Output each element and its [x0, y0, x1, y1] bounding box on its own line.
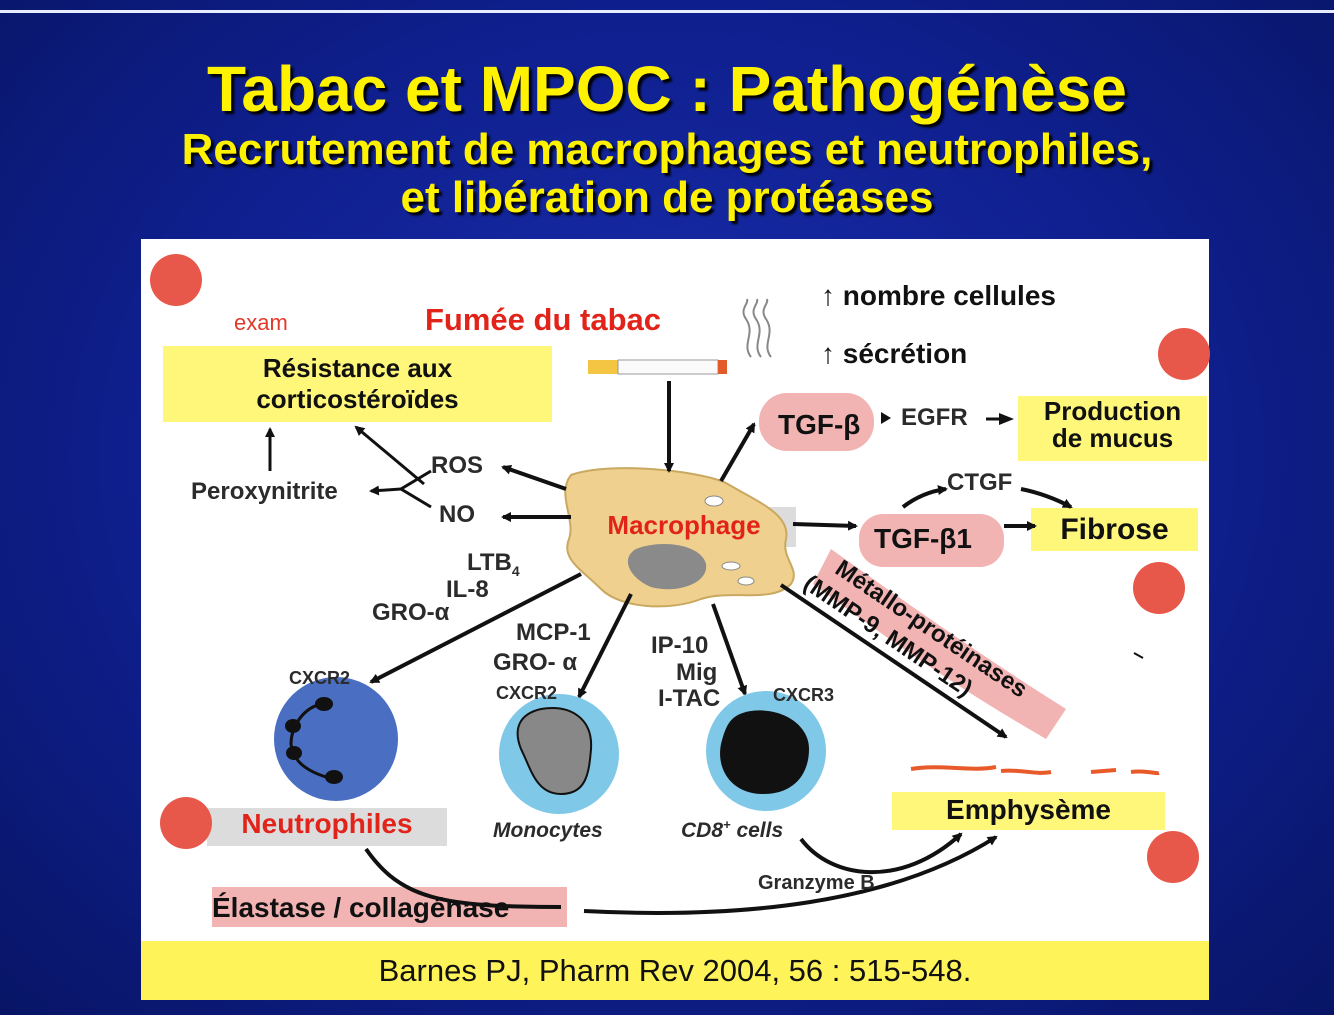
- slide-subtitle-line2: et libération de protéases: [0, 173, 1334, 223]
- arrow-to-peroxynitrite: [371, 489, 401, 491]
- cigarette-tip: [718, 360, 727, 374]
- tgfb-label: TGF-β: [778, 409, 860, 441]
- legend-secretion: ↑ sécrétion: [821, 338, 967, 370]
- arrow-to-tgfb: [721, 424, 754, 481]
- smoke-label: Fumée du tabac: [425, 302, 661, 338]
- fibrose-label: Fibrose: [1031, 513, 1198, 547]
- cd8-nucleus: [720, 710, 809, 794]
- arrow-to-ctgf: [903, 489, 946, 507]
- gro-alpha-label-2: GRO- α: [493, 649, 577, 677]
- marker-dot: [1147, 831, 1199, 883]
- itac-label: I-TAC: [658, 685, 720, 713]
- macrophage-vacuole: [738, 577, 754, 585]
- cigarette-body: [618, 360, 718, 374]
- slide-top-rule: [0, 10, 1334, 13]
- emphysema-tissue: [911, 767, 1159, 773]
- granzyme-label: Granzyme B: [758, 872, 875, 895]
- arrow-ros-resistance: [356, 427, 424, 484]
- marker-dot: [150, 254, 202, 306]
- mcp1-label: MCP-1: [516, 619, 591, 647]
- marker-dot: [160, 797, 212, 849]
- il8-label: IL-8: [446, 576, 489, 604]
- arrow-to-tgfb1: [793, 524, 856, 526]
- legend-cells: ↑ nombre cellules: [821, 280, 1056, 312]
- peroxynitrite-label: Peroxynitrite: [191, 478, 338, 506]
- arrow-ctgf-fibrose: [1021, 489, 1071, 507]
- marker-dot: [1133, 562, 1185, 614]
- mig-label: Mig: [676, 659, 717, 687]
- cxcr2-label-2: CXCR2: [496, 683, 557, 704]
- ctgf-label: CTGF: [947, 469, 1012, 497]
- diagram-panel: exam Fumée du tabac ↑ nombre cellules ↑ …: [141, 239, 1209, 1000]
- macrophage-vacuole: [705, 496, 723, 506]
- gro-alpha-label: GRO-α: [372, 599, 449, 627]
- ip10-label: IP-10: [651, 632, 708, 660]
- macrophage-label: Macrophage: [572, 510, 796, 541]
- tgfb1-label: TGF-β1: [874, 523, 972, 555]
- mucus-label: Production de mucus: [1018, 398, 1207, 452]
- arrow-to-cd8: [713, 604, 745, 694]
- egfr-label: EGFR: [901, 404, 968, 432]
- smoke-icon: [743, 299, 771, 357]
- citation-text: Barnes PJ, Pharm Rev 2004, 56 : 515-548.: [141, 953, 1209, 989]
- no-label: NO: [439, 501, 475, 529]
- exam-label: exam: [234, 310, 288, 336]
- resistance-label: Résistance aux corticostéroïdes: [163, 353, 552, 415]
- cxcr2-label: CXCR2: [289, 668, 350, 689]
- ltb4-label: LTB4: [467, 549, 520, 579]
- cigarette-filter: [588, 360, 618, 374]
- marker-dot: [1158, 328, 1210, 380]
- arrow-to-ros: [503, 467, 566, 489]
- macrophage-vacuole: [722, 562, 740, 570]
- citation-footer: Barnes PJ, Pharm Rev 2004, 56 : 515-548.: [141, 941, 1209, 1000]
- emphyseme-label: Emphysème: [892, 794, 1165, 826]
- cd8-label: CD8+ cells: [681, 817, 783, 843]
- elastase-label: Élastase / collagénase: [212, 892, 509, 924]
- monocytes-label: Monocytes: [493, 819, 603, 843]
- slide-title: Tabac et MPOC : Pathogénèse: [0, 52, 1334, 126]
- ros-label: ROS: [431, 452, 483, 480]
- slide-subtitle-line1: Recrutement de macrophages et neutrophil…: [0, 127, 1334, 173]
- neutrophiles-label: Neutrophiles: [207, 808, 447, 840]
- cxcr3-label: CXCR3: [773, 685, 834, 706]
